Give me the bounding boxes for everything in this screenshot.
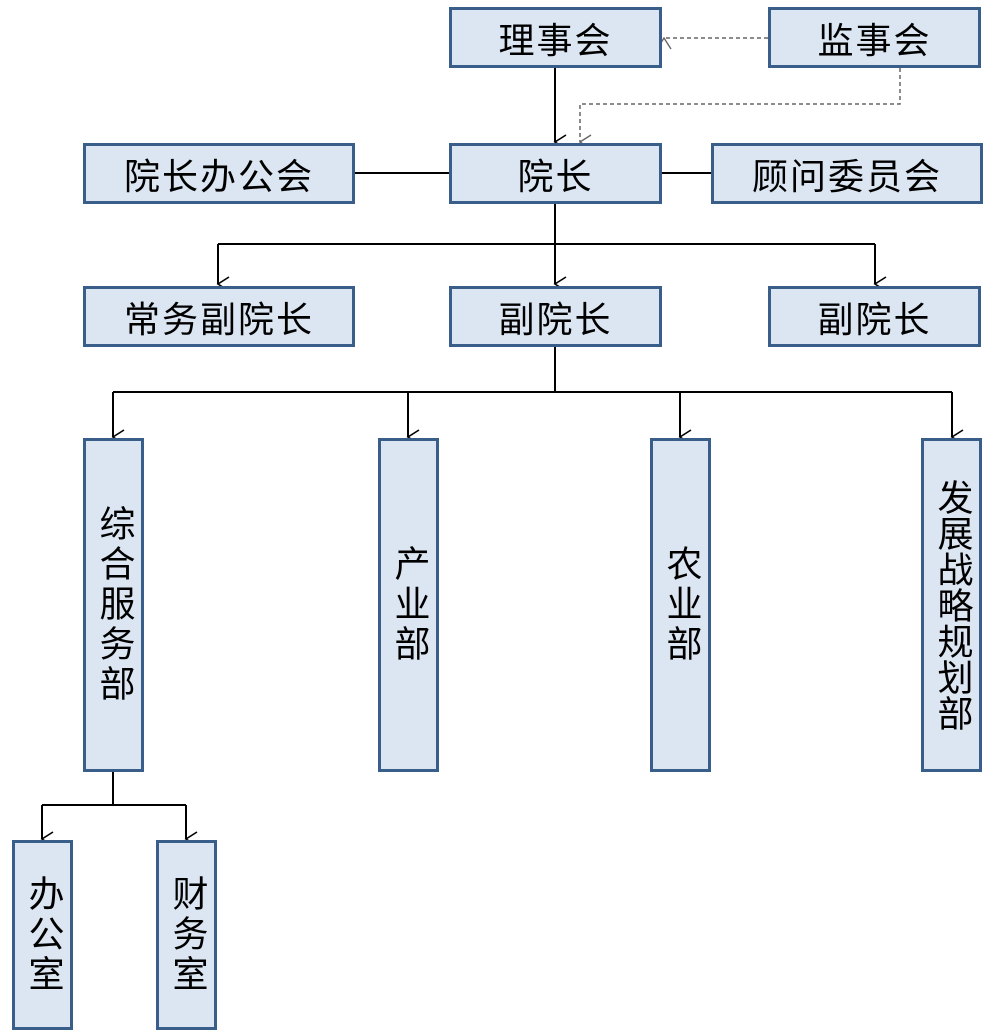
vp-center-box: 副院长 (449, 286, 662, 347)
supervisors-label: 监事会 (817, 20, 932, 62)
strategy-dept-box: 发展战略规划部 (921, 438, 982, 772)
executive-vp-label: 常务副院长 (123, 299, 314, 341)
finance-label: 财务室 (166, 875, 208, 995)
office-label: 办公室 (22, 875, 64, 995)
agriculture-dept-label: 农业部 (660, 545, 702, 665)
executive-vp-box: 常务副院长 (83, 286, 355, 347)
president-label: 院长 (517, 156, 594, 198)
supervisors-box: 监事会 (768, 7, 981, 68)
industry-dept-label: 产业部 (388, 545, 430, 665)
finance-box: 财务室 (156, 840, 217, 1030)
strategy-dept-label: 发展战略规划部 (931, 479, 973, 731)
general-services-dept-box: 综合服务部 (83, 438, 144, 772)
general-services-dept-label: 综合服务部 (93, 505, 135, 705)
advisory-committee-label: 顾问委员会 (751, 156, 942, 198)
vp-center-label: 副院长 (498, 299, 613, 341)
agriculture-dept-box: 农业部 (650, 438, 711, 772)
line-supervisors-to-president (578, 68, 901, 150)
president-office-meeting-box: 院长办公会 (83, 143, 355, 204)
industry-dept-box: 产业部 (378, 438, 439, 772)
board-label: 理事会 (498, 20, 613, 62)
office-box: 办公室 (12, 840, 73, 1030)
advisory-committee-box: 顾问委员会 (711, 143, 983, 204)
president-box: 院长 (449, 143, 662, 204)
president-office-meeting-label: 院长办公会 (123, 156, 314, 198)
vp-right-label: 副院长 (817, 299, 932, 341)
vp-right-box: 副院长 (768, 286, 981, 347)
board-box: 理事会 (449, 7, 662, 68)
